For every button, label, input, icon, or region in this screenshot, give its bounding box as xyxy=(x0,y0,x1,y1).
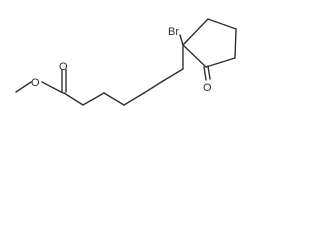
bond-ring-3 xyxy=(234,28,237,59)
ketone-oxygen-label: O xyxy=(203,82,212,94)
bromine-label: Br xyxy=(168,26,179,38)
bond-oxygen-carbonyl xyxy=(41,81,64,94)
bond-methyl-oxygen xyxy=(15,81,32,93)
bond-chain-2 xyxy=(82,92,105,106)
bond-ring-4 xyxy=(205,57,236,68)
bond-ketone-double-b xyxy=(207,65,211,80)
bond-group xyxy=(15,18,237,106)
bond-chain-4 xyxy=(123,92,145,106)
bond-ring-2 xyxy=(207,18,237,30)
bond-ring-5 xyxy=(182,44,207,68)
carbonyl-oxygen-label: O xyxy=(59,61,68,73)
bond-chain-3 xyxy=(103,92,125,106)
bond-chain-6 xyxy=(162,68,184,82)
ester-oxygen-label: O xyxy=(31,77,40,89)
bond-ring-1 xyxy=(182,18,209,46)
bond-chain-5 xyxy=(143,80,164,94)
atom-labels: O O Br O xyxy=(31,26,212,94)
bond-ketone-double-a xyxy=(203,66,207,81)
chemical-structure-diagram: O O Br O xyxy=(15,18,237,106)
bond-chain-1 xyxy=(63,92,84,106)
bond-carbon-bromine xyxy=(179,34,184,46)
